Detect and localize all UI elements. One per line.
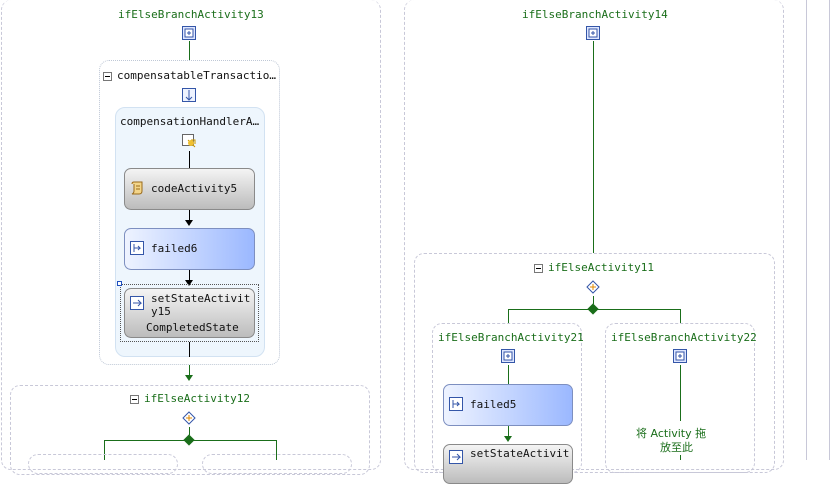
failed-5-activity[interactable]: failed5 — [443, 384, 573, 426]
ifelse11-label[interactable]: ifElseActivity11 — [548, 261, 654, 274]
connector-line — [508, 365, 509, 384]
arrow-down-icon — [185, 220, 193, 226]
connector-line — [189, 342, 190, 357]
if-else-branch-panel[interactable] — [202, 454, 352, 474]
set-state-icon — [130, 296, 144, 310]
transaction-scope-icon — [182, 88, 196, 102]
canvas-edge-line — [806, 0, 807, 460]
branch-icon — [673, 349, 687, 363]
connector-line — [680, 309, 681, 323]
ifelse12-label[interactable]: ifElseActivity12 — [144, 392, 250, 405]
collapse-toggle-icon[interactable] — [103, 72, 112, 81]
connector-line — [593, 296, 594, 304]
connector-line — [189, 365, 190, 375]
set-state-icon — [449, 450, 463, 464]
event-icon — [130, 241, 144, 255]
handler-label[interactable]: compensationHandlerA… — [120, 115, 260, 128]
connector-line — [508, 309, 509, 323]
compensation-handler-icon — [182, 134, 196, 148]
connector-line — [189, 427, 190, 435]
connector-line — [104, 440, 276, 441]
compensatable-transaction-scope[interactable] — [99, 60, 280, 365]
connector-line — [680, 455, 681, 460]
set-state-partial-label: setStateActivit — [470, 447, 570, 460]
if-else-icon — [182, 411, 196, 425]
set-state-label-line3: CompletedState — [146, 321, 239, 334]
branch21-label[interactable]: ifElseBranchActivity21 — [438, 331, 584, 344]
arrow-down-icon — [185, 280, 193, 286]
code-activity-label: codeActivity5 — [151, 182, 238, 195]
branch-icon — [586, 26, 600, 40]
connector-line — [680, 365, 681, 421]
set-state-activity-partial[interactable]: setStateActivit — [443, 444, 573, 484]
selection-frame — [120, 284, 259, 342]
arrow-down-icon — [504, 436, 512, 442]
branch13-label[interactable]: ifElseBranchActivity13 — [118, 8, 264, 21]
connector-line — [189, 151, 190, 168]
set-state-label-line2: y15 — [151, 305, 171, 318]
canvas-edge-line — [829, 0, 830, 460]
code-scroll-icon — [131, 181, 143, 195]
connector-line — [189, 210, 190, 220]
connector-line — [508, 426, 509, 436]
arrow-down-icon — [185, 375, 193, 381]
failed-6-activity[interactable]: failed6 — [124, 228, 255, 270]
set-state-activity-15[interactable]: setStateActivit y15 CompletedState — [124, 288, 255, 338]
if-else-branch-panel[interactable] — [28, 454, 178, 474]
drop-hint-line1: 将 Activity 拖 — [636, 427, 707, 440]
branch22-label[interactable]: ifElseBranchActivity22 — [611, 331, 757, 344]
connector-line — [189, 41, 190, 60]
selection-handle[interactable] — [117, 281, 122, 286]
collapse-toggle-icon[interactable] — [534, 264, 543, 273]
connector-line — [276, 440, 277, 460]
if-else-icon — [586, 280, 600, 294]
branch-icon — [182, 26, 196, 40]
connector-line — [508, 309, 680, 310]
branch14-label[interactable]: ifElseBranchActivity14 — [522, 8, 668, 21]
connector-line — [104, 440, 105, 460]
code-activity-5[interactable]: codeActivity5 — [124, 168, 255, 210]
branch-icon — [501, 349, 515, 363]
collapse-toggle-icon[interactable] — [130, 395, 139, 404]
connector-line — [189, 270, 190, 280]
event-icon — [449, 397, 463, 411]
drop-hint-line2: 放至此 — [660, 441, 693, 454]
set-state-label-line1: setStateActivit — [151, 292, 251, 305]
connector-line — [593, 41, 594, 253]
compensatable-label[interactable]: compensatableTransactio… — [117, 69, 276, 82]
failed6-label: failed6 — [151, 242, 198, 255]
failed5-label: failed5 — [470, 398, 517, 411]
